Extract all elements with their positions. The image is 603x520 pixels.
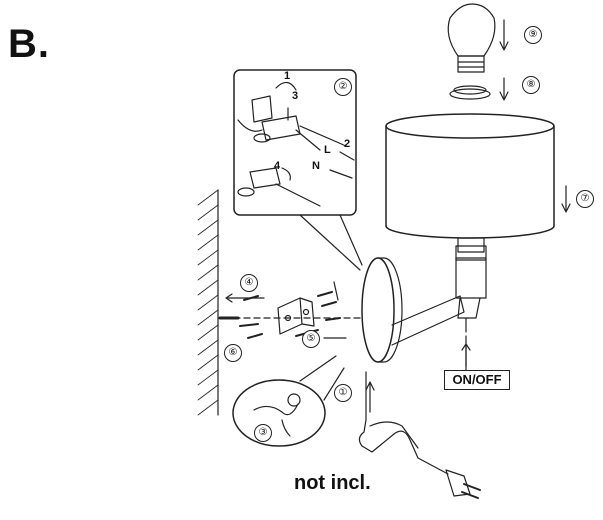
mounting-bracket [218,281,361,339]
step-7-marker: ⑦ [576,190,594,208]
wire-label-neutral: N [312,160,320,172]
not-included-note: not incl. [294,472,371,494]
power-cable [358,371,481,499]
lamp-shade [385,113,555,253]
switch-label: ON/OFF [444,370,510,390]
step-8-marker: ⑧ [522,76,540,94]
step-3-marker: ③ [254,424,272,442]
direction-arrows [225,19,571,413]
detail-number-1: 1 [284,70,291,82]
detail-number-4: 4 [274,160,281,172]
wall [197,189,219,416]
detail-circle-cable [232,355,345,447]
step-4-marker: ④ [240,274,258,292]
detail-number-2: 2 [344,138,351,150]
detail-box-wiring [233,69,363,271]
step-6-marker: ⑥ [224,344,242,362]
step-1-marker: ① [334,384,352,402]
step-9-marker: ⑨ [524,26,542,44]
lamp-arm [361,245,487,373]
section-letter: B. [8,22,50,66]
bulb-and-ring [447,3,496,100]
wire-label-live: L [324,144,331,156]
step-5-marker: ⑤ [302,330,320,348]
detail-number-3: 3 [292,90,299,102]
step-2-marker: ② [334,78,352,96]
